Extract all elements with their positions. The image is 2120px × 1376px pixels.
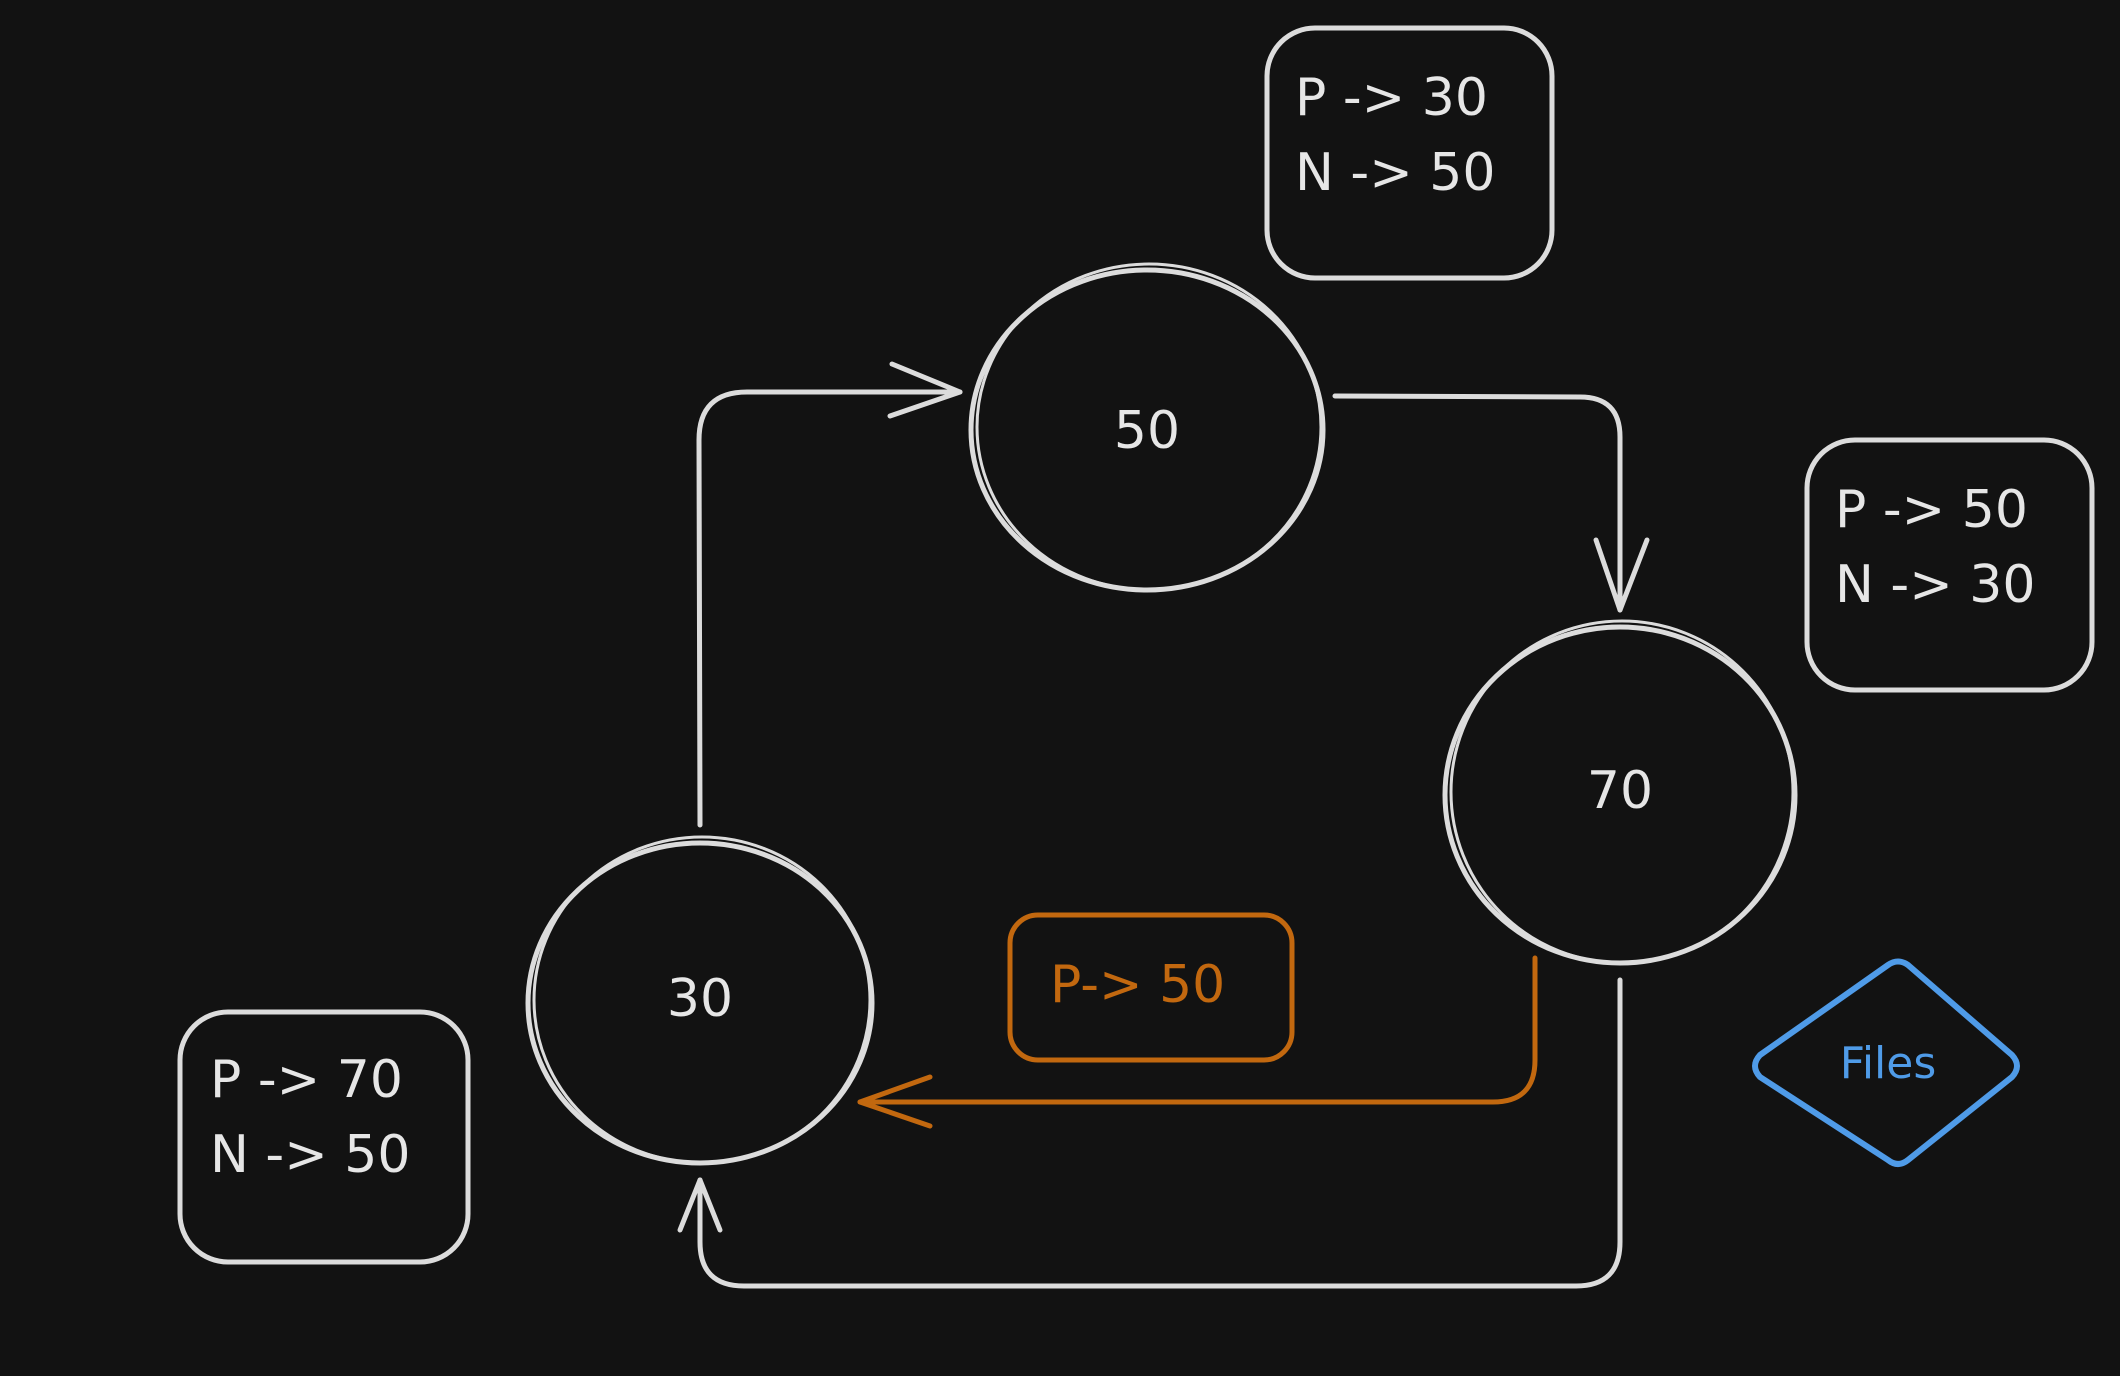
- note-node-50[interactable]: P -> 30 N -> 50: [1264, 25, 1555, 281]
- node-50-label: 50: [1114, 401, 1180, 461]
- node-30-label: 30: [667, 969, 733, 1029]
- node-70-label: 70: [1587, 761, 1653, 821]
- node-70[interactable]: 70: [1442, 619, 1798, 966]
- note-node-70-line1: P -> 50: [1835, 480, 2028, 540]
- note-node-70[interactable]: P -> 50 N -> 30: [1804, 437, 2095, 693]
- edge-30-to-50: [696, 361, 963, 828]
- note-node-50-line2: N -> 50: [1295, 143, 1495, 203]
- note-orange[interactable]: P-> 50: [1007, 912, 1295, 1063]
- note-node-30[interactable]: P -> 70 N -> 50: [177, 1009, 471, 1265]
- files-diamond-label: Files: [1840, 1038, 1937, 1089]
- note-node-70-line2: N -> 30: [1835, 555, 2035, 615]
- files-diamond[interactable]: Files: [1752, 958, 2020, 1167]
- edge-50-to-70: [1332, 393, 1650, 613]
- note-orange-line1: P-> 50: [1050, 955, 1225, 1015]
- edge-orange-70-to-30: [857, 955, 1538, 1129]
- node-30[interactable]: 30: [525, 835, 875, 1166]
- note-node-30-line1: P -> 70: [210, 1050, 403, 1110]
- note-node-50-line1: P -> 30: [1295, 68, 1488, 128]
- edge-70-to-30: [677, 977, 1623, 1289]
- node-50[interactable]: 50: [968, 262, 1326, 593]
- note-node-30-line2: N -> 50: [210, 1125, 410, 1185]
